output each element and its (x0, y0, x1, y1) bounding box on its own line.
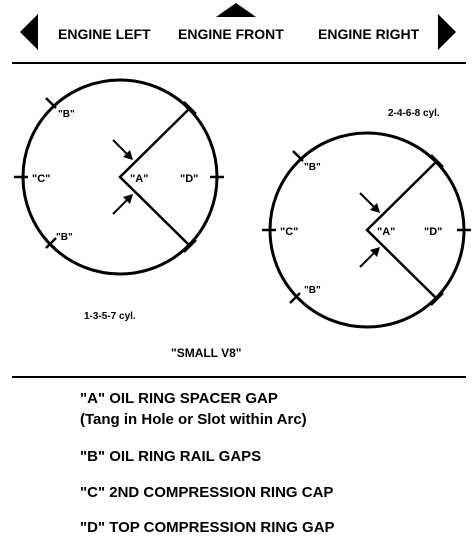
right-tick-b-bottom (289, 292, 301, 304)
left-pointer-upper-head (123, 150, 133, 160)
engine-front-label: ENGINE FRONT (178, 26, 284, 42)
left-label-c: "C" (32, 173, 50, 185)
left-spacer-arc (118, 107, 191, 247)
left-tick-b-top (45, 97, 57, 109)
legend: "A" OIL RING SPACER GAP (Tang in Hole or… (80, 390, 335, 536)
left-label-a: "A" (130, 173, 148, 185)
right-pointer-lower (359, 250, 377, 268)
up-arrow-icon (216, 3, 256, 17)
right-tick-arc-top (430, 154, 444, 168)
left-label-b-bottom: "B" (56, 232, 73, 243)
left-tick-arc-bottom (183, 239, 197, 253)
legend-item-d: "D" TOP COMPRESSION RING GAP (80, 519, 335, 536)
legend-item-a-note: (Tang in Hole or Slot within Arc) (80, 411, 307, 428)
right-label-d: "D" (424, 226, 442, 238)
engine-right-label: ENGINE RIGHT (318, 26, 420, 42)
legend-item-c: "C" 2ND COMPRESSION RING CAP (80, 484, 333, 501)
right-piston-diagram: "A" "B" "B" "C" "D" 2-4-6-8 cyl. (262, 108, 471, 329)
right-pointer-upper (359, 192, 377, 210)
right-label-a: "A" (377, 226, 395, 238)
left-pointer-upper (112, 139, 130, 157)
left-tick-b-bottom (45, 237, 57, 249)
right-arrow-icon (438, 14, 456, 50)
left-label-d: "D" (180, 173, 198, 185)
left-label-b-top: "B" (58, 109, 75, 120)
left-piston-diagram: "A" "B" "B" "C" "D" 1-3-5-7 cyl. (14, 78, 224, 322)
right-label-c: "C" (280, 226, 298, 238)
left-pointer-lower-head (123, 194, 133, 204)
legend-item-a: "A" OIL RING SPACER GAP (80, 390, 278, 407)
left-caption: 1-3-5-7 cyl. (84, 311, 136, 322)
left-pointer-lower (112, 197, 130, 215)
engine-label: "SMALL V8" (171, 346, 242, 360)
engine-left-label: ENGINE LEFT (58, 26, 151, 42)
legend-item-b: "B" OIL RING RAIL GAPS (80, 448, 261, 465)
right-caption: 2-4-6-8 cyl. (388, 108, 440, 119)
right-tick-arc-bottom (430, 292, 444, 306)
left-arrow-icon (20, 14, 38, 50)
right-pointer-upper-head (370, 203, 380, 213)
right-tick-b-top (292, 150, 304, 162)
right-label-b-bottom: "B" (304, 285, 321, 296)
right-label-b-top: "B" (304, 162, 321, 173)
left-tick-arc-top (183, 101, 197, 115)
right-spacer-arc (365, 160, 438, 300)
right-pointer-lower-head (370, 247, 380, 257)
